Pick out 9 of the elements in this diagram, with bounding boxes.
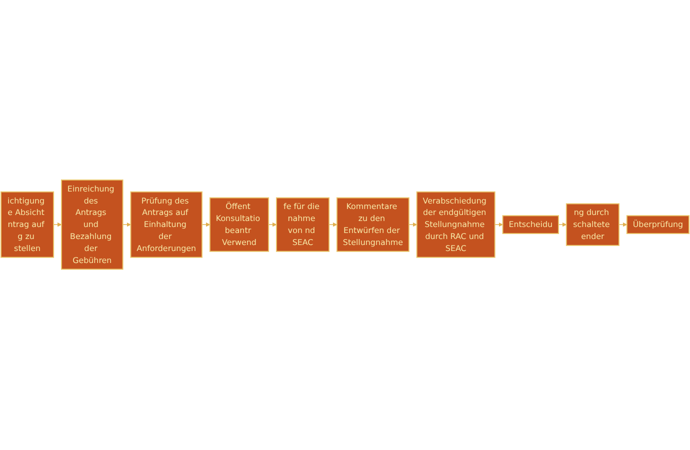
arrow — [618, 222, 628, 228]
arrow — [122, 222, 131, 228]
arrow — [494, 222, 503, 228]
arrow — [408, 222, 418, 228]
arrow — [268, 222, 277, 228]
arrow — [558, 222, 567, 228]
arrow — [202, 222, 210, 228]
arrow — [328, 222, 338, 228]
arrow — [53, 222, 62, 228]
